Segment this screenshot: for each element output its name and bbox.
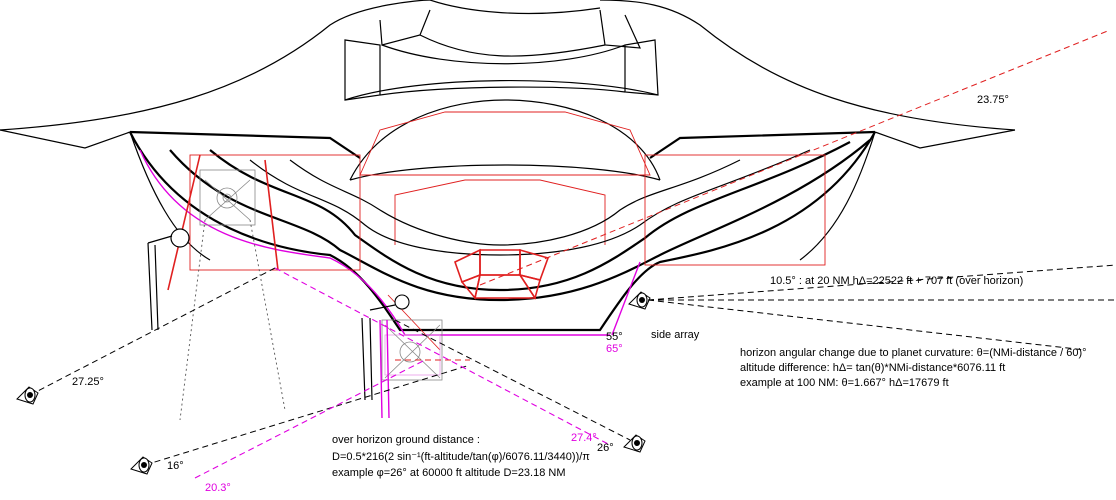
lower-sensor-turret xyxy=(361,294,470,419)
ground-distance-note-line2: D=0.5*216(2 sin⁻¹(ft-altitude/tan(φ)/607… xyxy=(332,451,590,463)
angle-label-20-3: 20.3° xyxy=(205,482,231,494)
angle-label-27-4: 27.4° xyxy=(571,432,597,444)
sight-lines xyxy=(29,29,1111,479)
wing-outline xyxy=(0,129,1016,261)
fuselage-upper-outline xyxy=(0,0,1016,131)
right-side-array xyxy=(628,264,1116,351)
eye-sensor-icon xyxy=(130,456,153,475)
eye-sensor-icon xyxy=(16,386,39,405)
annotations: side array 10.5° : at 20 NM hΔ=22522 ft … xyxy=(332,275,1087,479)
over-horizon-20nm-note: 10.5° : at 20 NM hΔ=22522 ft + 707 ft (o… xyxy=(770,275,1023,287)
angle-label-23-75: 23.75° xyxy=(977,94,1009,106)
curvature-note-line2: altitude difference: hΔ= tan(θ)*NMi-dist… xyxy=(740,362,1005,374)
left-side-array xyxy=(139,149,641,336)
angle-label-27-25: 27.25° xyxy=(72,376,104,388)
red-sensor-panels xyxy=(167,154,826,351)
cockpit-canopy xyxy=(349,99,661,245)
angle-label-55: 55° xyxy=(606,331,623,343)
belly-curves xyxy=(129,131,876,332)
left-sensor-turret xyxy=(147,169,286,421)
eye-sensor-icon xyxy=(628,291,651,310)
ground-distance-note-line3: example φ=26° at 60000 ft altitude D=23.… xyxy=(332,467,566,479)
side-array-label: side array xyxy=(651,329,700,341)
angle-label-16: 16° xyxy=(167,460,184,472)
angle-label-26: 26° xyxy=(597,442,614,454)
angle-label-65: 65° xyxy=(606,343,623,355)
curvature-note-line1: horizon angular change due to planet cur… xyxy=(740,347,1087,359)
eye-sensor-icon xyxy=(623,434,646,453)
curvature-note-line3: example at 100 NM: θ=1.667° hΔ=17679 ft xyxy=(740,377,949,389)
ground-distance-note-line1: over horizon ground distance : xyxy=(332,434,480,446)
angle-labels: 23.75° 27.25° 16° 20.3° 27.4° 26° 55° 65… xyxy=(72,94,1009,494)
